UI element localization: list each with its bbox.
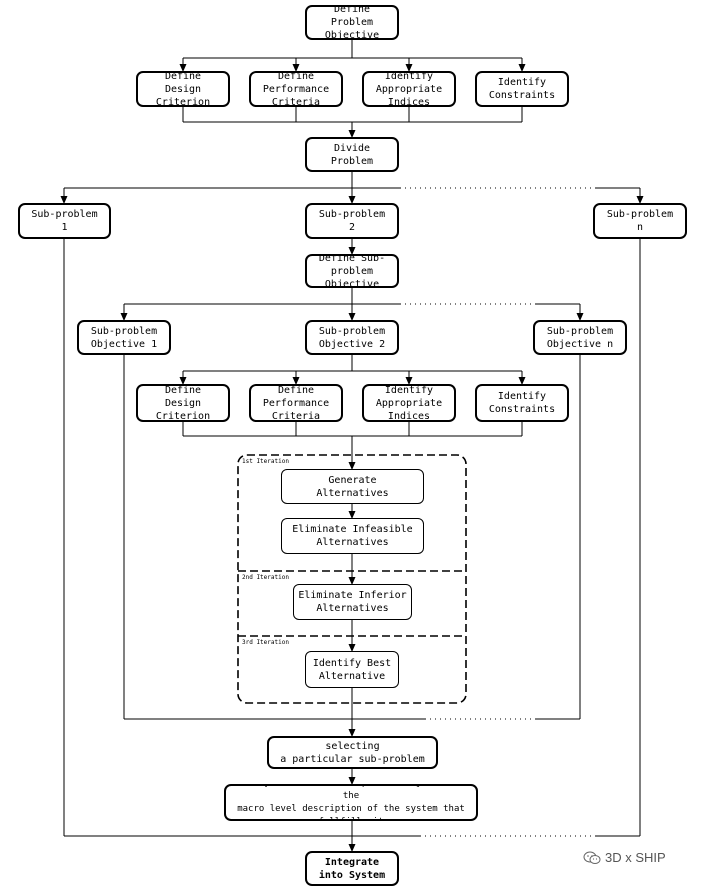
mid-constraints-box: Identify Constraints <box>475 384 569 422</box>
evaluate-consequences-box: Evaluate consequences of selecting a par… <box>267 736 438 769</box>
mid-performance-criteria-box: Define Performance Criteria <box>249 384 343 422</box>
sub-problem-n-box: Sub-problem n <box>593 203 687 239</box>
mid-appropriate-indices-box: Identify Appropriate Indices <box>362 384 456 422</box>
sub-problem-objective-2-box: Sub-problem Objective 2 <box>305 320 399 355</box>
integrate-into-system-box: Integrate into System <box>305 851 399 886</box>
eliminate-inferior-box: Eliminate Inferior Alternatives <box>293 584 412 620</box>
sub-problem-objective-1-box: Sub-problem Objective 1 <box>77 320 171 355</box>
define-sub-problem-objective-box: Define Sub-problem Objective <box>305 254 399 288</box>
eliminate-infeasible-box: Eliminate Infeasible Alternatives <box>281 518 424 554</box>
top-performance-criteria-box: Define Performance Criteria <box>249 71 343 107</box>
wechat-icon <box>583 851 601 864</box>
watermark: 3D x SHIP <box>583 850 666 865</box>
generate-alternatives-box: Generate Alternatives <box>281 469 424 504</box>
define-problem-objective-box: Define Problem Objective <box>305 5 399 40</box>
divide-problem-box: Divide Problem <box>305 137 399 172</box>
top-appropriate-indices-box: Identify Appropriate Indices <box>362 71 456 107</box>
watermark-text: 3D x SHIP <box>605 850 666 865</box>
identify-best-box: Identify Best Alternative <box>305 651 399 688</box>
top-constraints-box: Identify Constraints <box>475 71 569 107</box>
sub-problem-1-box: Sub-problem 1 <box>18 203 111 239</box>
second-iteration-label: 2nd Iteration <box>242 574 289 581</box>
third-iteration-label: 3rd Iteration <box>242 639 289 646</box>
sub-problem-objective-n-box: Sub-problem Objective n <box>533 320 627 355</box>
sub-problem-2-box: Sub-problem 2 <box>305 203 399 239</box>
mid-design-criterion-box: Define Design Criterion <box>136 384 230 422</box>
identify-desired-box: Identify the desired sub-problem objecti… <box>224 784 478 821</box>
top-design-criterion-box: Define Design Criterion <box>136 71 230 107</box>
first-iteration-label: 1st Iteration <box>242 458 289 465</box>
